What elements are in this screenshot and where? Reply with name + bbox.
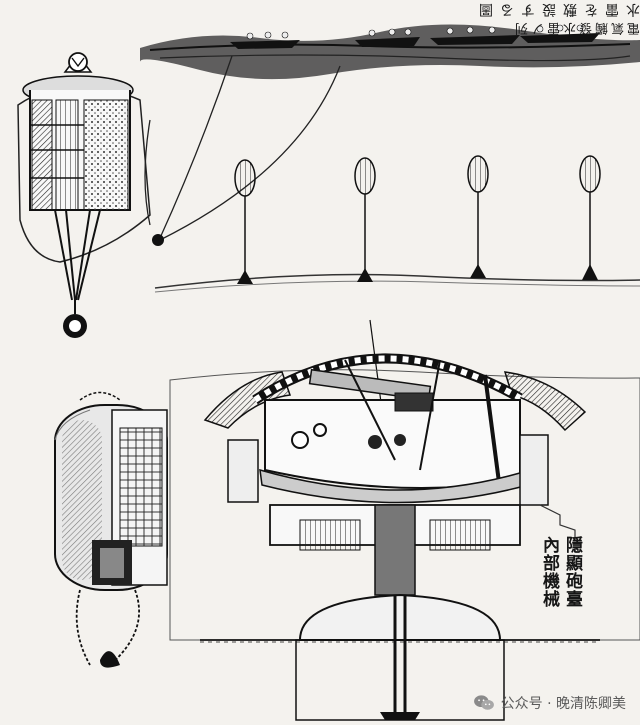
moored-mine bbox=[354, 157, 376, 282]
sea-surface-scene bbox=[140, 24, 640, 80]
mine-cutaway-cylinder bbox=[54, 391, 168, 668]
moored-mine bbox=[467, 155, 489, 278]
moored-mine bbox=[579, 155, 601, 280]
mine-cutaway-top bbox=[17, 52, 151, 338]
sinker-ball bbox=[152, 234, 164, 246]
watermark-text: 公众号 · 晚清陈卿美 bbox=[500, 696, 626, 712]
moored-mine-row bbox=[154, 155, 640, 293]
caption-mine-laying: 水雷を敷設する圖 bbox=[472, 1, 640, 17]
disappearing-gun-section bbox=[169, 353, 640, 721]
caption-electric-mine-row: 電氣觸發水雷ノ列 bbox=[511, 20, 640, 35]
boats bbox=[230, 24, 600, 49]
watermark: 公众号 · 晚清陈卿美 bbox=[473, 693, 626, 713]
caption-disappearing-gun: 隱顯砲臺 bbox=[562, 536, 582, 608]
caption-internal-machinery: 內部機械 bbox=[539, 536, 559, 608]
wechat-icon bbox=[473, 695, 494, 710]
mine-tether-cables bbox=[144, 55, 341, 241]
moored-mine bbox=[234, 159, 256, 284]
